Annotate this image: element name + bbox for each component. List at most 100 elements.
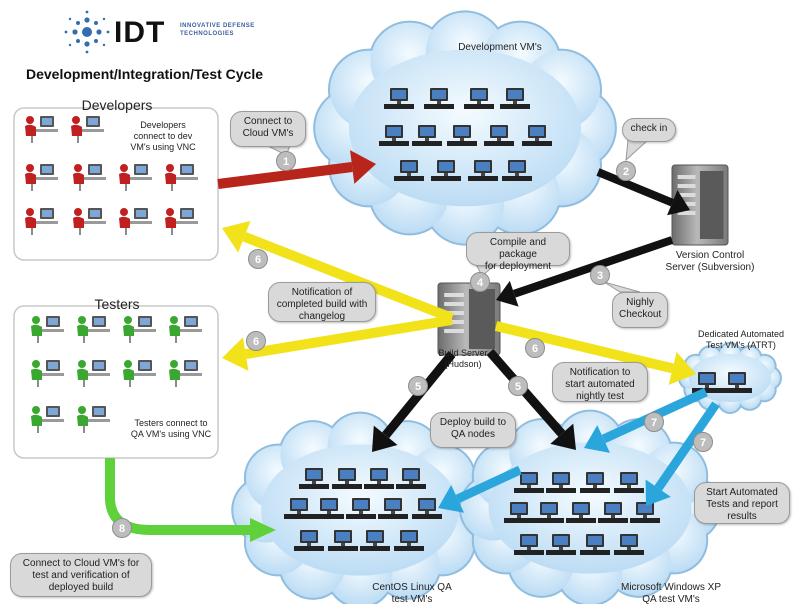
person-desk [126, 221, 152, 224]
arrow-head [584, 425, 611, 453]
centos-vm-icon [314, 498, 344, 519]
desktop-case [378, 514, 408, 519]
testers-note: Testers connect to QA VM's using VNC [124, 418, 218, 440]
monitor-stand [593, 485, 597, 488]
desktop-case [546, 550, 576, 555]
monitor-screen [392, 90, 406, 99]
server-drive-bay [677, 175, 696, 179]
atrt-label-line: Dedicated Automated [697, 329, 785, 339]
developer-icon [71, 116, 104, 143]
arrow-head [222, 337, 249, 371]
callout-line: nightly test [576, 391, 624, 402]
arrow-head [350, 150, 376, 184]
monitor-stand [307, 543, 311, 546]
dev-vm-icon [500, 88, 530, 109]
server-drive-bay [677, 202, 696, 206]
arrow-shaft [494, 321, 674, 374]
callout-line: changelog [298, 311, 346, 322]
person-desk [80, 221, 106, 224]
monitor-stand [515, 173, 519, 176]
person-desk [130, 373, 156, 376]
person-screen [48, 362, 58, 369]
callout-line: start automated [565, 379, 635, 390]
person-screen [182, 166, 192, 173]
desktop-case [504, 518, 534, 523]
person-screen [140, 318, 150, 325]
tester-icon [77, 406, 110, 433]
centos-vm-icon [378, 498, 408, 519]
monitor-stand [559, 547, 563, 550]
monitor-stand [611, 515, 615, 518]
tester-icon [31, 316, 64, 343]
desktop-case [566, 518, 596, 523]
windows-vm-icon [546, 472, 576, 493]
step5-number-right: 5 [508, 376, 528, 396]
person-body [73, 172, 84, 184]
person-body [123, 324, 134, 336]
monitor-screen [472, 90, 486, 99]
monitor-screen [530, 127, 544, 136]
callout-line: QA nodes [451, 429, 495, 440]
callout-line: test and verification of [32, 570, 130, 581]
person-body [119, 172, 130, 184]
person-screen [42, 166, 52, 173]
step6-number-top: 6 [248, 249, 268, 269]
person-screen [182, 210, 192, 217]
desktop-case [299, 484, 329, 489]
callout-line: Nighly [626, 297, 654, 308]
developer-icon [25, 164, 58, 191]
person-screen [186, 318, 196, 325]
monitor-screen [730, 374, 744, 383]
dev-vm-icon [484, 125, 514, 146]
step5-number-left: 5 [408, 376, 428, 396]
arrow-windows-centos [438, 465, 522, 513]
step3-callout: Nighly Checkout [612, 292, 668, 328]
person-body [31, 414, 42, 426]
monitor-stand [409, 481, 413, 484]
tester-icon [77, 316, 110, 343]
monitor-stand [477, 101, 481, 104]
tester-icon [77, 360, 110, 387]
windows-vm-icon [598, 502, 628, 523]
version-control-server [671, 164, 729, 246]
logo-subtitle-line2: TECHNOLOGIES [180, 31, 235, 37]
monitor-screen [420, 127, 434, 136]
monitor-screen [455, 127, 469, 136]
person-desk [38, 329, 64, 332]
person-body [25, 124, 36, 136]
monitor-screen [432, 90, 446, 99]
person-desk [80, 177, 106, 180]
step7-callout: Start Automated Tests and report results [694, 482, 790, 524]
testers-note-line: QA VM's using VNC [130, 429, 212, 439]
monitor-screen [387, 127, 401, 136]
person-screen [94, 362, 104, 369]
person-head [170, 316, 178, 324]
monitor-stand [444, 173, 448, 176]
dev-vm-icon [522, 125, 552, 146]
person-desk [32, 177, 58, 180]
desktop-case [546, 488, 576, 493]
arrow-shaft [486, 349, 566, 437]
desktop-case [294, 546, 324, 551]
arrow-head [645, 479, 671, 506]
desktop-case [514, 550, 544, 555]
server-drive-bay [677, 211, 696, 215]
person-head [32, 316, 40, 324]
desktop-case [384, 104, 414, 109]
monitor-stand [513, 101, 517, 104]
person-desk [176, 329, 202, 332]
monitor-stand [527, 547, 531, 550]
person-screen [90, 166, 100, 173]
step8-number: 8 [112, 518, 132, 538]
callout-line: completed build with [276, 299, 368, 310]
desktop-case [502, 176, 532, 181]
arrow-atrt-windows-2 [645, 401, 720, 506]
monitor-stand [643, 515, 647, 518]
monitor-screen [302, 532, 316, 541]
centos-vm-icon [396, 468, 426, 489]
desktop-case [412, 141, 442, 146]
person-desk [84, 373, 110, 376]
person-desk [78, 129, 104, 132]
arrow-head [372, 425, 398, 452]
desktop-case [394, 546, 424, 551]
